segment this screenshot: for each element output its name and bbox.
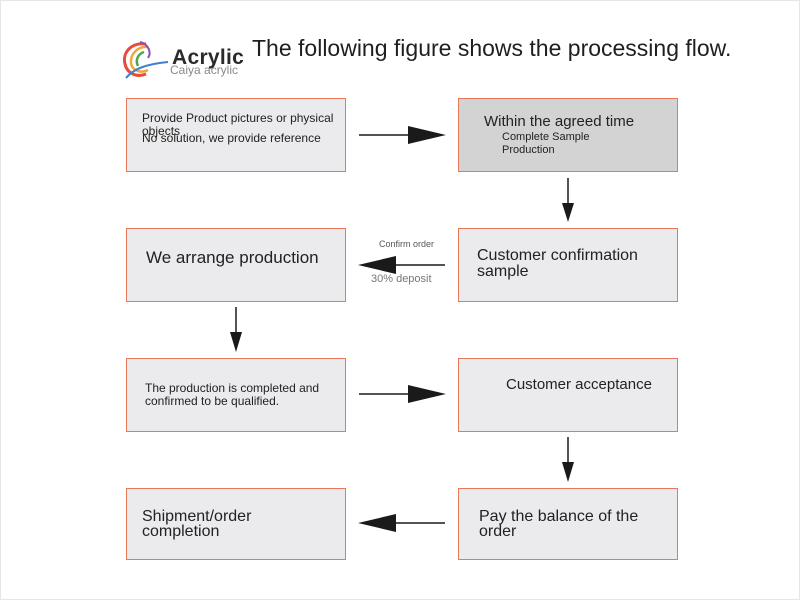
step-text-line: Shipment/order bbox=[142, 508, 252, 525]
arrow-right-row1 bbox=[359, 126, 446, 144]
arrow-down-left-col bbox=[230, 307, 242, 352]
step-customer-acceptance: Customer acceptance bbox=[458, 358, 678, 432]
brand-swirl-icon bbox=[122, 41, 169, 79]
step-text-line: The production is completed and bbox=[145, 381, 320, 395]
step-text-line: Customer acceptance bbox=[506, 376, 652, 393]
page-title: The following figure shows the processin… bbox=[252, 35, 732, 61]
step-text-line: Production bbox=[502, 144, 555, 156]
step-text-line: Pay the balance of the bbox=[479, 508, 639, 525]
brand-name: Acrylic bbox=[172, 46, 245, 69]
arrow-label-deposit: 30% deposit bbox=[371, 273, 432, 285]
step-pay-balance: Pay the balance of the order bbox=[458, 488, 678, 560]
step-confirmation-sample: Customer confirmation sample bbox=[458, 228, 678, 302]
step-shipment-completion: Shipment/order completion bbox=[126, 488, 346, 560]
step-production-completed: The production is completed and confirme… bbox=[126, 358, 346, 432]
step-text-line: sample bbox=[477, 263, 529, 280]
arrow-left-row2 bbox=[358, 256, 445, 274]
brand-logo: Acrylic Caiya acrylic bbox=[118, 38, 258, 82]
step-text-line: Within the agreed time bbox=[484, 113, 635, 130]
step-text-line: Provide Product pictures or physical bbox=[142, 111, 334, 125]
step-provide-pictures: Provide Product pictures or physical obj… bbox=[126, 98, 346, 172]
arrow-left-row4 bbox=[358, 514, 445, 532]
arrow-down-right-col-2 bbox=[562, 437, 574, 482]
step-arrange-production: We arrange production bbox=[126, 228, 346, 302]
arrow-label-confirm-order: Confirm order bbox=[379, 239, 435, 249]
step-text-line: order bbox=[479, 523, 517, 540]
step-text-line: confirmed to be qualified. bbox=[145, 394, 280, 408]
arrow-down-right-col-1 bbox=[562, 178, 574, 222]
step-sample-production: Within the agreed time Complete Sample P… bbox=[458, 98, 678, 172]
arrow-right-row3 bbox=[359, 385, 446, 403]
step-text-line: objects bbox=[142, 124, 181, 138]
brand-subtitle: Caiya acrylic bbox=[170, 63, 239, 77]
step-text-line: Customer confirmation bbox=[477, 247, 638, 264]
step-text-line: Complete Sample bbox=[502, 131, 590, 143]
step-text-line: We arrange production bbox=[146, 248, 319, 267]
step-text-line: completion bbox=[142, 523, 220, 540]
step-text-line: No solution, we provide reference bbox=[142, 131, 321, 145]
